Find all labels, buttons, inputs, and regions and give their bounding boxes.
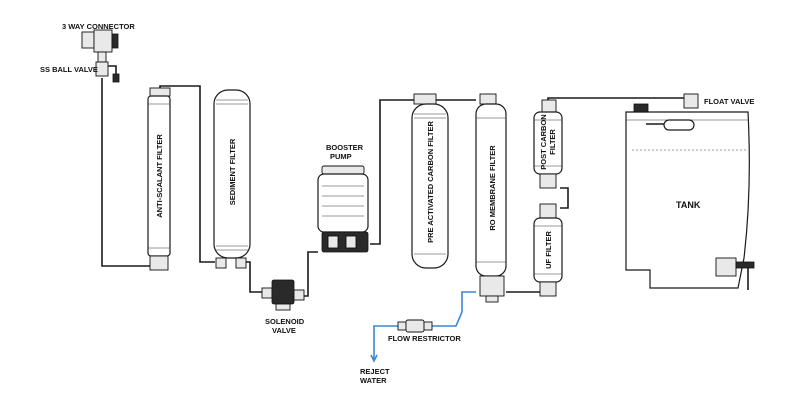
anti-scalant-filter-label: ANTI-SCALANT FILTER xyxy=(155,134,164,218)
tank-body xyxy=(625,111,750,289)
pipe-inlet-to-anti-scalant xyxy=(101,78,150,267)
three-way-connector-label: 3 WAY CONNECTOR xyxy=(62,22,135,31)
pipe-network xyxy=(101,78,691,363)
post-carbon-filter-label-line2: FILTER xyxy=(548,129,557,155)
pipe-uf-to-post-carbon xyxy=(560,187,569,209)
pre-activated-carbon-filter-label: PRE ACTIVATED CARBON FILTER xyxy=(426,121,435,243)
arrow-reject-water xyxy=(370,354,378,363)
tank-label: TANK xyxy=(676,200,701,210)
ro-membrane-filter xyxy=(475,93,507,303)
ss-ball-valve xyxy=(95,61,120,83)
post-carbon-filter xyxy=(533,99,563,189)
anti-scalant-filter xyxy=(147,87,171,271)
reject-water-label-line1: REJECT xyxy=(360,367,390,376)
solenoid-valve xyxy=(261,279,305,311)
uf-filter xyxy=(533,203,563,297)
pre-activated-carbon-filter xyxy=(411,93,449,269)
pipe-pump-to-pre-carbon xyxy=(370,99,414,245)
flow-restrictor xyxy=(397,319,433,333)
float-valve xyxy=(633,93,699,131)
tank xyxy=(625,111,755,290)
sediment-filter-label: SEDIMENT FILTER xyxy=(228,138,237,205)
booster-pump xyxy=(317,165,369,253)
booster-pump-label-line2: PUMP xyxy=(330,152,352,161)
ss-ball-valve-label: SS BALL VALVE xyxy=(40,65,98,74)
post-carbon-filter-label-line1: POST CARBON xyxy=(539,114,548,169)
pipe-post-carbon-to-tank xyxy=(547,97,691,108)
pipe-solenoid-to-pump xyxy=(300,251,318,297)
sediment-filter xyxy=(213,89,251,269)
three-way-connector xyxy=(81,29,119,63)
flow-restrictor-label: FLOW RESTRICTOR xyxy=(388,334,461,343)
solenoid-valve-label-line1: SOLENOID xyxy=(265,317,305,326)
ro-membrane-filter-label: RO MEMBRANE FILTER xyxy=(488,145,497,231)
uf-filter-label: UF FILTER xyxy=(544,231,553,269)
booster-pump-label-line1: BOOSTER xyxy=(326,143,364,152)
solenoid-valve-label-line2: VALVE xyxy=(272,326,296,335)
reject-water-label-line2: WATER xyxy=(360,376,387,385)
pipe-reject-water xyxy=(373,291,476,360)
float-valve-label: FLOAT VALVE xyxy=(704,97,754,106)
